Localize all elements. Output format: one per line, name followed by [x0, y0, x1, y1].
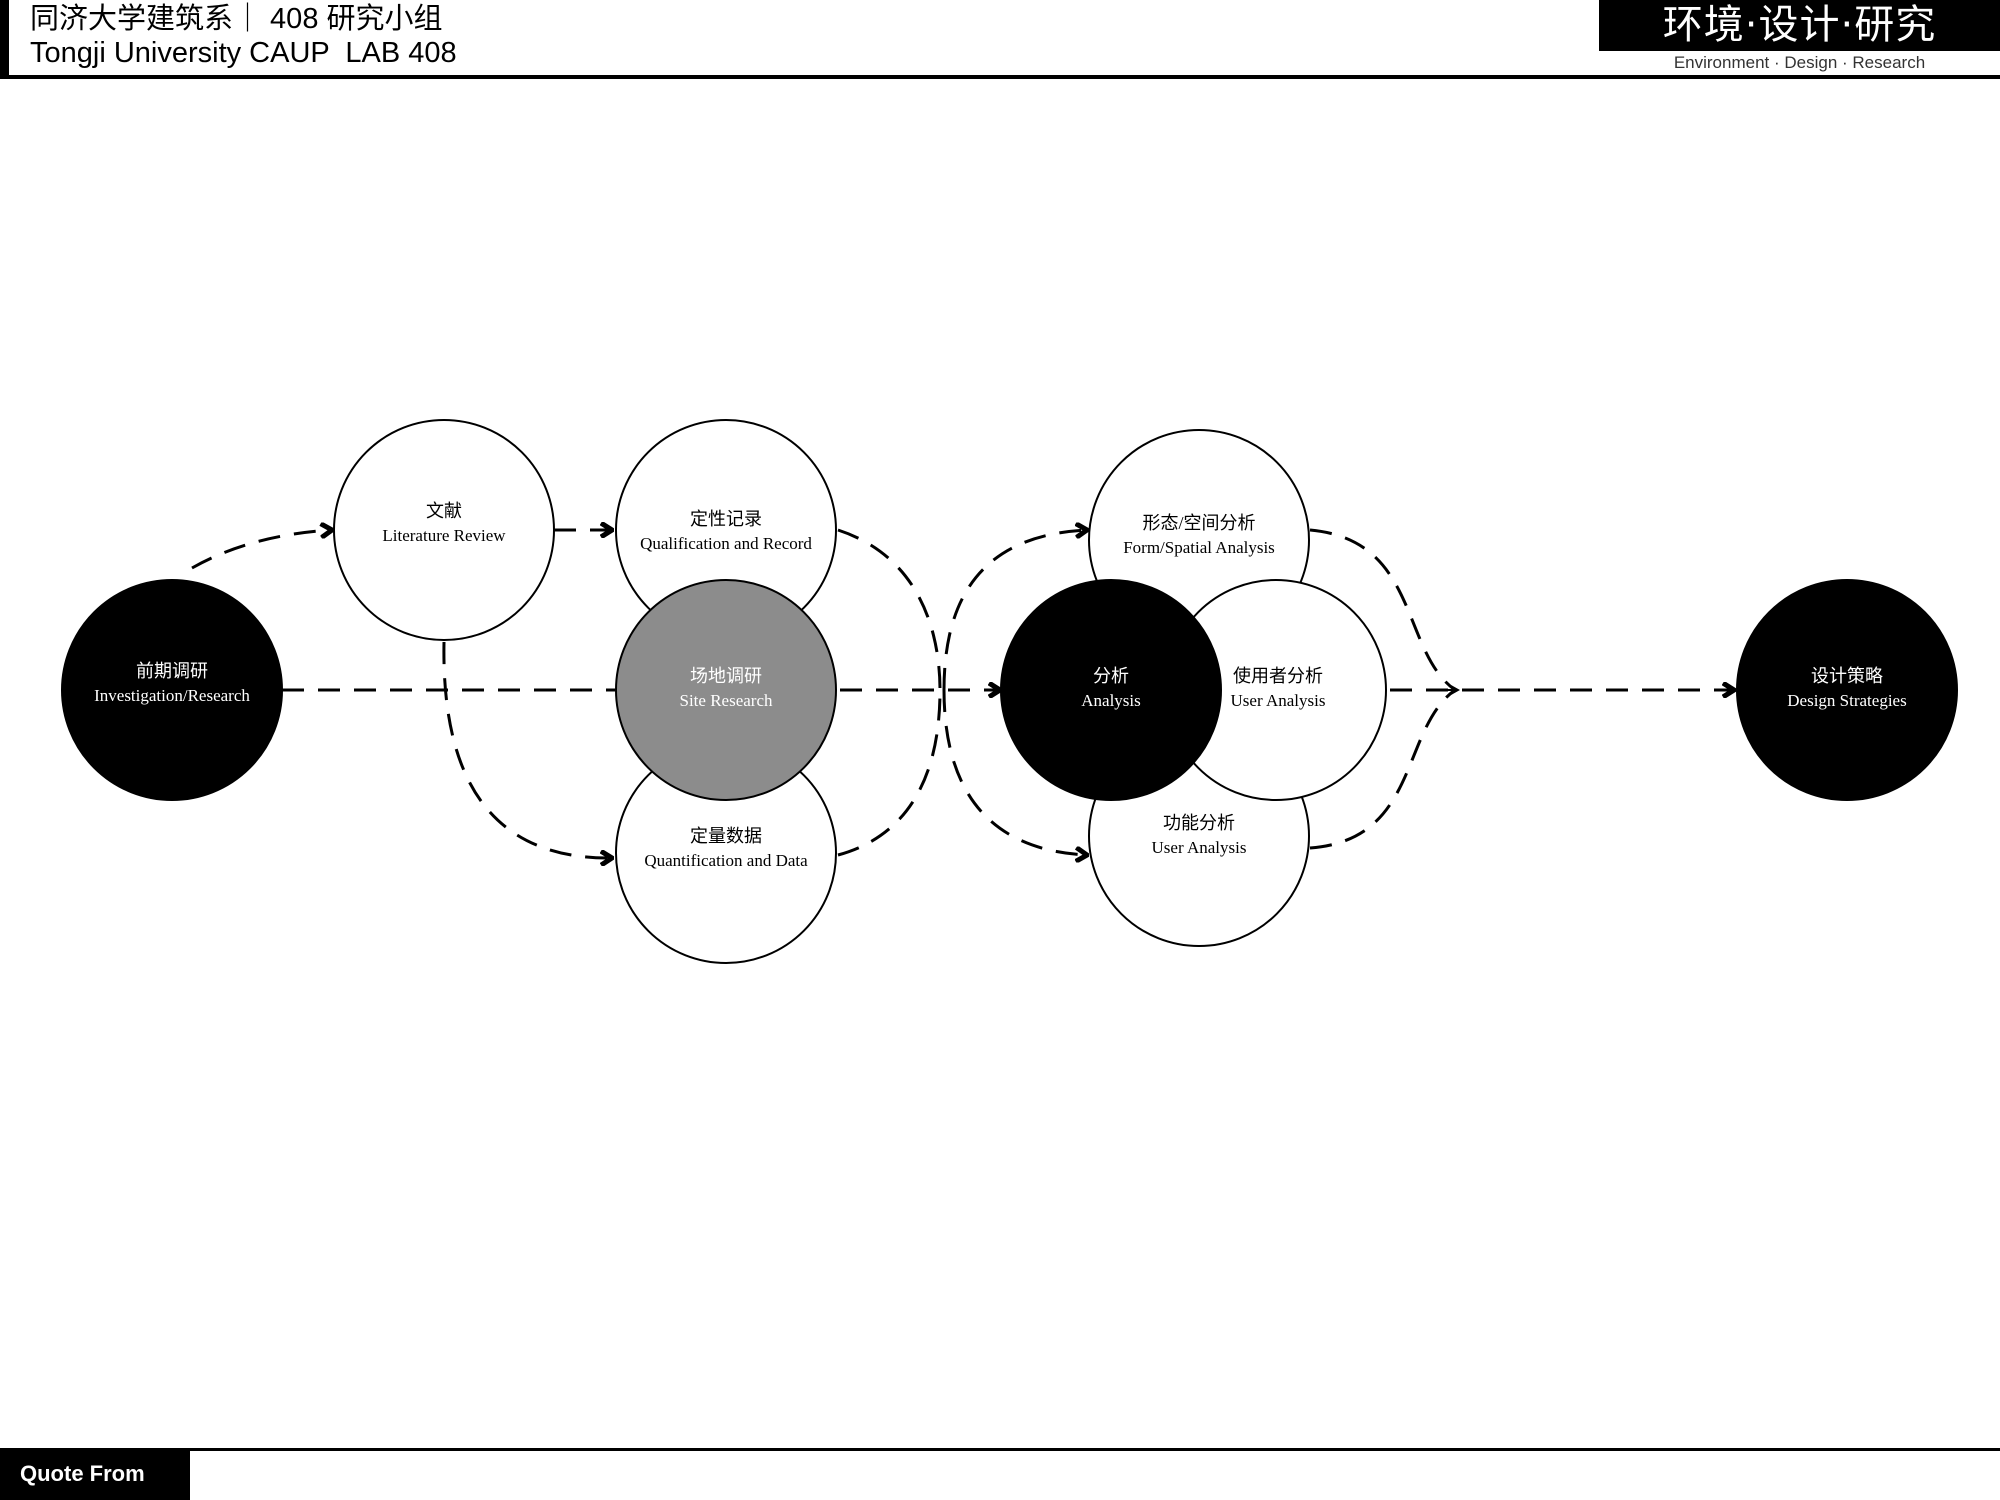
- node-site-en: Site Research: [680, 691, 773, 710]
- node-literature-cn: 文献: [426, 501, 462, 521]
- brand-logo: 环境·设计·研究 Environment · Design · Research: [1599, 0, 2000, 76]
- header: 同济大学建筑系｜ 408 研究小组 Tongji University CAUP…: [0, 0, 2000, 79]
- node-analysis-circle: [1000, 579, 1222, 801]
- header-accent-bar: [0, 0, 9, 78]
- header-title-en: Tongji University CAUP LAB 408: [30, 37, 457, 69]
- node-quantification-en: Quantification and Data: [644, 851, 808, 870]
- node-user-cn: 使用者分析: [1233, 666, 1323, 686]
- flow-qualification-arc: [837, 528, 942, 691]
- node-investigation-en: Investigation/Research: [94, 686, 250, 705]
- node-function-cn: 功能分析: [1163, 813, 1235, 833]
- flow-function-merge: [1309, 688, 1456, 850]
- footer-quote-label: Quote From: [0, 1451, 190, 1500]
- node-site-circle: [615, 579, 837, 801]
- node-literature-circle: [333, 419, 555, 641]
- node-analysis-cn: 分析: [1093, 666, 1129, 686]
- node-qualification-en: Qualification and Record: [640, 534, 812, 553]
- node-design-cn: 设计策略: [1811, 666, 1883, 686]
- node-site-cn: 场地调研: [690, 666, 762, 686]
- node-analysis-en: Analysis: [1081, 691, 1141, 710]
- node-investigation-cn: 前期调研: [136, 661, 208, 681]
- node-design-en: Design Strategies: [1787, 691, 1906, 710]
- flow-to-function-analysis: [942, 689, 1087, 855]
- footer-rule: [0, 1448, 2000, 1451]
- flow-literature-to-quantification: [442, 641, 612, 858]
- node-investigation-circle: [61, 579, 283, 801]
- node-design-circle: [1736, 579, 1958, 801]
- flow-investigation-to-literature: [191, 530, 332, 570]
- node-qualification-cn: 定性记录: [690, 509, 762, 529]
- node-quantification-cn: 定量数据: [690, 826, 762, 846]
- flow-quantification-arc: [837, 689, 942, 857]
- node-form-en: Form/Spatial Analysis: [1123, 538, 1275, 557]
- brand-logo-box: 环境·设计·研究: [1599, 0, 2000, 51]
- node-function-en: User Analysis: [1152, 838, 1247, 857]
- node-literature-en: Literature Review: [382, 526, 506, 545]
- node-form-cn: 形态/空间分析: [1142, 513, 1255, 533]
- header-rule: [0, 75, 2000, 79]
- flow-to-form-analysis: [942, 530, 1087, 691]
- brand-subtitle: Environment · Design · Research: [1673, 53, 1926, 72]
- header-title-cn: 同济大学建筑系｜ 408 研究小组: [30, 3, 443, 35]
- node-user-en: User Analysis: [1231, 691, 1326, 710]
- flow-form-merge: [1309, 528, 1456, 692]
- brand-title: 环境·设计·研究: [1662, 2, 1937, 48]
